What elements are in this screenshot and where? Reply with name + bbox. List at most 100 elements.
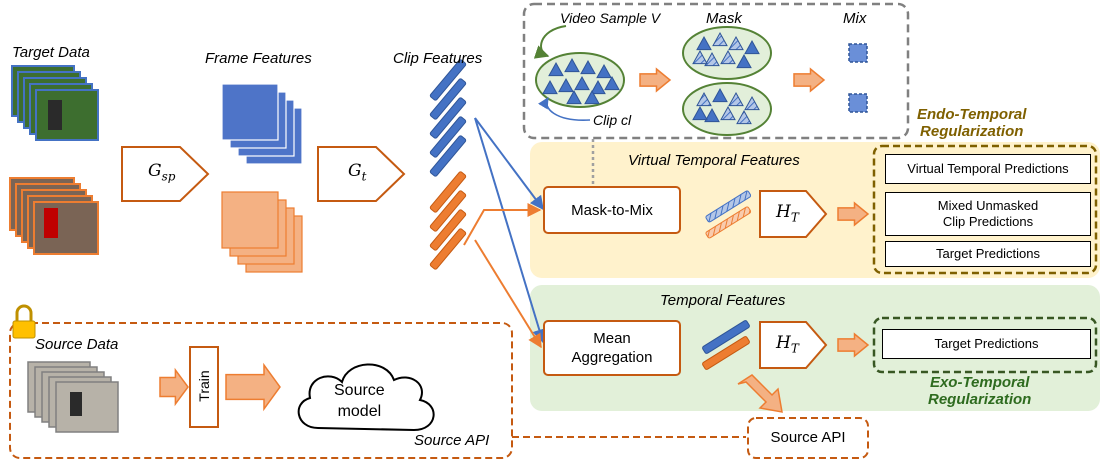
frame-features-stacks xyxy=(221,83,303,273)
h-t-pentagon-top xyxy=(759,190,828,238)
masked-triangle xyxy=(728,35,744,51)
g-t-pentagon xyxy=(317,146,406,202)
person-figure xyxy=(48,100,62,130)
masked-triangle xyxy=(736,53,752,69)
target-frame-bottom xyxy=(33,201,99,255)
clip-features-label: Clip Features xyxy=(393,50,483,67)
exo-temporal-title: Exo-Temporal Regularization xyxy=(928,374,1032,408)
g-sp-pentagon xyxy=(121,146,210,202)
mask-to-mix-arrow xyxy=(793,67,826,93)
exo-target-predictions: Target Predictions xyxy=(882,329,1091,359)
masked-triangle xyxy=(704,107,720,123)
clip-feature-orange xyxy=(429,171,467,213)
source-api-region xyxy=(9,322,513,459)
h-to-exo-arrow xyxy=(837,332,870,358)
temporal-features-label: Temporal Features xyxy=(660,292,786,309)
frame-feature-blue xyxy=(221,83,279,141)
mean-aggregation-box: Mean Aggregation xyxy=(543,320,681,376)
sample-triangle xyxy=(564,57,580,73)
orange-arrow-to-mask-mix xyxy=(463,203,542,246)
sample-triangle xyxy=(548,61,564,77)
sample-triangle xyxy=(584,89,600,105)
frame-feature-orange xyxy=(221,191,279,249)
exo-regularization-box xyxy=(872,316,1098,374)
source-api-box-label: Source API xyxy=(770,429,846,446)
sample-triangle xyxy=(590,79,606,95)
masked-triangle xyxy=(736,109,752,125)
masked-triangle xyxy=(692,49,708,65)
cloud-icon xyxy=(297,363,435,432)
g-sp-label: Gsp xyxy=(148,161,176,184)
person-figure xyxy=(44,208,58,238)
temporal-feature-bars xyxy=(702,320,750,370)
clip-feature-orange xyxy=(429,209,467,251)
frame-features-label: Frame Features xyxy=(205,50,312,67)
block-arrows xyxy=(159,67,870,413)
h-to-predictions-arrow xyxy=(837,201,870,227)
blue-arrow-to-mask-mix xyxy=(474,117,544,211)
source-model-label: Source model xyxy=(334,382,385,420)
mix-illustration-group xyxy=(533,25,868,136)
mask-mix-illustration xyxy=(522,2,910,140)
sample-triangle xyxy=(580,59,596,75)
sample-triangle xyxy=(542,79,558,95)
masked-triangle xyxy=(720,49,736,65)
masked-triangle xyxy=(744,39,760,55)
masked-triangle xyxy=(712,31,728,47)
source-data-frames xyxy=(27,361,119,433)
virtual-temporal-predictions: Virtual Temporal Predictions xyxy=(885,154,1091,184)
orange-arrow-to-mean xyxy=(474,239,542,349)
clip-feature-blue xyxy=(429,59,467,101)
masked-triangle xyxy=(728,91,744,107)
target-data-frames xyxy=(9,65,99,255)
clip-feature-blue xyxy=(429,78,467,120)
source-api-box xyxy=(747,417,869,459)
masked-triangle xyxy=(720,105,736,121)
endo-target-predictions: Target Predictions xyxy=(885,241,1091,267)
masked-triangle xyxy=(744,95,760,111)
blue-arrow-to-mean xyxy=(474,117,547,344)
clip-pointer xyxy=(538,97,591,121)
clip-feature-blue xyxy=(429,97,467,139)
clip-feature-orange xyxy=(429,190,467,232)
sample-triangle xyxy=(566,89,582,105)
mixed-unmasked-clip-predictions: Mixed Unmasked Clip Predictions xyxy=(885,192,1091,236)
sample-triangle xyxy=(596,63,612,79)
source-person-figure xyxy=(70,392,82,416)
clip-features-bars xyxy=(429,59,467,270)
mix-label: Mix xyxy=(843,10,867,27)
h-t-label-top: HT xyxy=(776,202,799,225)
lock-icon xyxy=(12,304,36,339)
clip-cl-label: Clip cl xyxy=(593,112,632,128)
masked-triangle xyxy=(692,105,708,121)
g-t-label: Gt xyxy=(348,161,367,184)
train-to-model-arrow xyxy=(225,362,281,412)
source-frame xyxy=(55,381,119,433)
train-label: Train xyxy=(196,370,212,402)
masked-triangle xyxy=(696,91,712,107)
sample-triangle xyxy=(574,75,590,91)
target-data-label: Target Data xyxy=(12,44,90,61)
sample-to-mask-arrow xyxy=(639,67,672,93)
mix-square-bottom xyxy=(848,93,868,113)
endo-temporal-title: Endo-Temporal Regularization xyxy=(917,106,1027,140)
masked-triangle xyxy=(712,87,728,103)
source-data-label: Source Data xyxy=(35,336,119,353)
train-box xyxy=(189,346,219,428)
masked-triangle xyxy=(696,35,712,51)
h-t-label-bottom: HT xyxy=(776,333,799,356)
clip-feature-blue xyxy=(429,135,467,177)
h-t-pentagon-bottom xyxy=(759,321,828,369)
mix-square-top xyxy=(848,43,868,63)
mean-to-api-arrow xyxy=(737,374,783,413)
mask-label: Mask xyxy=(706,10,742,27)
source-api-region-label: Source API xyxy=(414,432,490,449)
mask-to-mix-box: Mask-to-Mix xyxy=(543,186,681,234)
video-sample-pointer xyxy=(533,25,567,59)
virtual-temporal-features-label: Virtual Temporal Features xyxy=(628,152,800,169)
endo-regularization-box xyxy=(872,144,1098,275)
clip-feature-orange xyxy=(429,228,467,270)
clip-feature-blue xyxy=(429,116,467,158)
sample-triangle xyxy=(604,75,620,91)
video-sample-label: Video Sample V xyxy=(560,10,661,26)
